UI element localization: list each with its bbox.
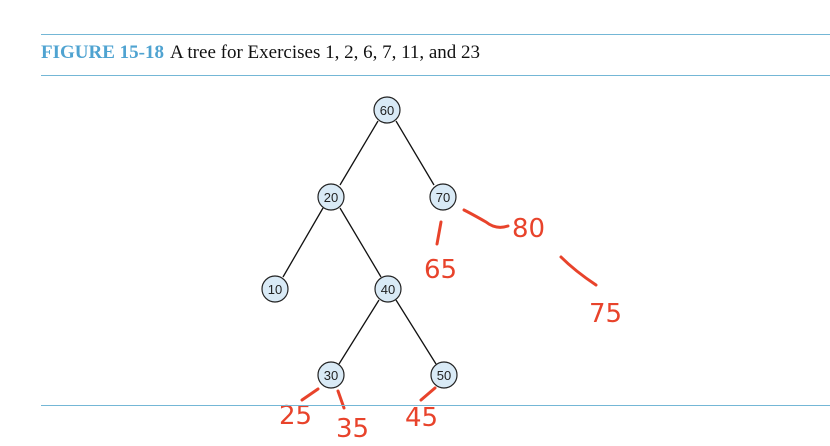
edge-40-50 <box>395 299 437 365</box>
tree-node: 40 <box>374 275 402 303</box>
figure-caption-text: A tree for Exercises 1, 2, 6, 7, 11, and… <box>169 42 481 63</box>
top-rule <box>41 34 830 35</box>
edge-60-70 <box>395 120 435 186</box>
ink-stroke-to-75 <box>559 255 598 287</box>
ink-stroke-to-80 <box>462 208 510 229</box>
node-label: 20 <box>324 190 338 205</box>
edge-60-20 <box>339 120 379 186</box>
bottom-rule <box>41 405 830 406</box>
tree-node: 60 <box>373 96 401 124</box>
tree-node: 70 <box>429 183 457 211</box>
ink-value-35: 35 <box>336 414 369 444</box>
figure-label: FIGURE 15-18 <box>41 42 164 63</box>
node-label: 50 <box>437 368 451 383</box>
ink-value-75: 75 <box>589 299 622 329</box>
tree-node: 20 <box>317 183 345 211</box>
ink-stroke-to-25 <box>300 387 320 402</box>
node-label: 70 <box>436 190 450 205</box>
ink-value-45: 45 <box>405 403 438 433</box>
ink-value-80: 80 <box>512 214 545 244</box>
ink-stroke-to-65 <box>435 220 443 246</box>
edge-20-10 <box>282 207 324 278</box>
edge-20-40 <box>339 207 382 278</box>
node-label: 10 <box>268 282 282 297</box>
edge-40-30 <box>338 299 380 365</box>
tree-node: 30 <box>317 361 345 389</box>
ink-value-25: 25 <box>279 401 312 431</box>
tree-node: 50 <box>430 361 458 389</box>
ink-value-65: 65 <box>424 255 457 285</box>
tree-node: 10 <box>261 275 289 303</box>
node-label: 30 <box>324 368 338 383</box>
ink-stroke-to-45 <box>419 386 437 402</box>
node-label: 60 <box>380 103 394 118</box>
node-label: 40 <box>381 282 395 297</box>
caption-rule <box>41 75 830 76</box>
